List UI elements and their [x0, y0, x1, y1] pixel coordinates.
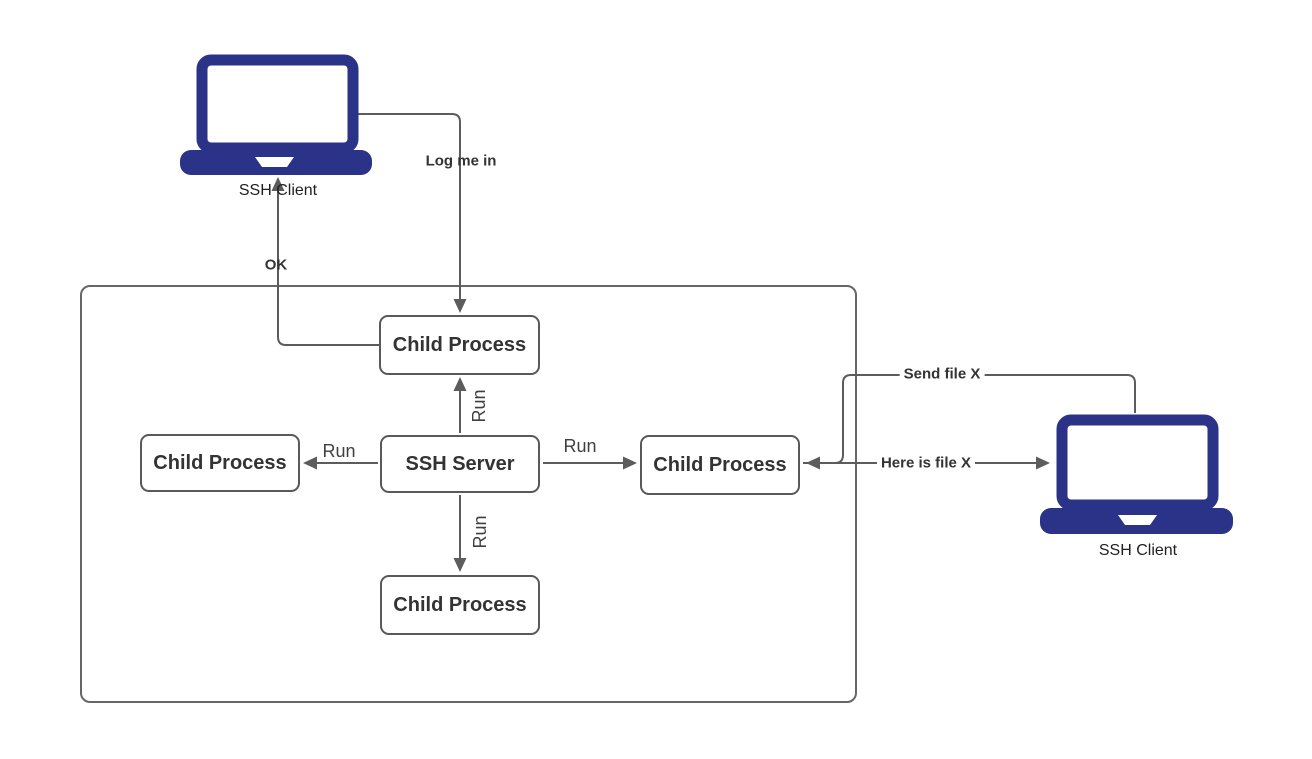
edge-ok	[271, 177, 379, 346]
laptop-icon	[180, 54, 372, 175]
laptop-icon	[1040, 414, 1233, 534]
edge-label-run-left: Run	[322, 441, 356, 461]
edge-label-here-is-file-x: Here is file X	[876, 454, 976, 472]
node-child-process-bottom: Child Process	[380, 575, 540, 635]
edge-label-ok: OK	[264, 256, 288, 274]
node-label: Child Process	[392, 333, 527, 356]
node-label: SSH Server	[405, 452, 515, 475]
edge-label-run-up: Run	[469, 389, 489, 423]
edge-run-down	[453, 495, 467, 572]
node-label: Child Process	[153, 451, 287, 474]
edge-label-send-file-x: Send file X	[899, 365, 985, 383]
node-child-process-left: Child Process	[140, 434, 300, 492]
server-host-boundary	[80, 285, 857, 703]
node-label: Child Process	[393, 593, 527, 616]
edge-run-left	[303, 456, 378, 470]
caption-ssh-client-right: SSH Client	[1098, 542, 1178, 559]
node-ssh-server: SSH Server	[380, 435, 540, 493]
node-label: Child Process	[653, 453, 787, 476]
edge-run-up	[453, 377, 467, 433]
edge-label-run-down: Run	[470, 515, 490, 549]
node-child-process-top: Child Process	[379, 315, 540, 375]
caption-ssh-client-top: SSH Client	[238, 182, 318, 199]
edge-label-log-me-in: Log me in	[425, 152, 497, 170]
edge-run-right	[543, 456, 637, 470]
edge-label-run-right: Run	[563, 436, 597, 456]
node-child-process-right: Child Process	[640, 435, 800, 495]
edge-log-me-in	[358, 113, 467, 313]
